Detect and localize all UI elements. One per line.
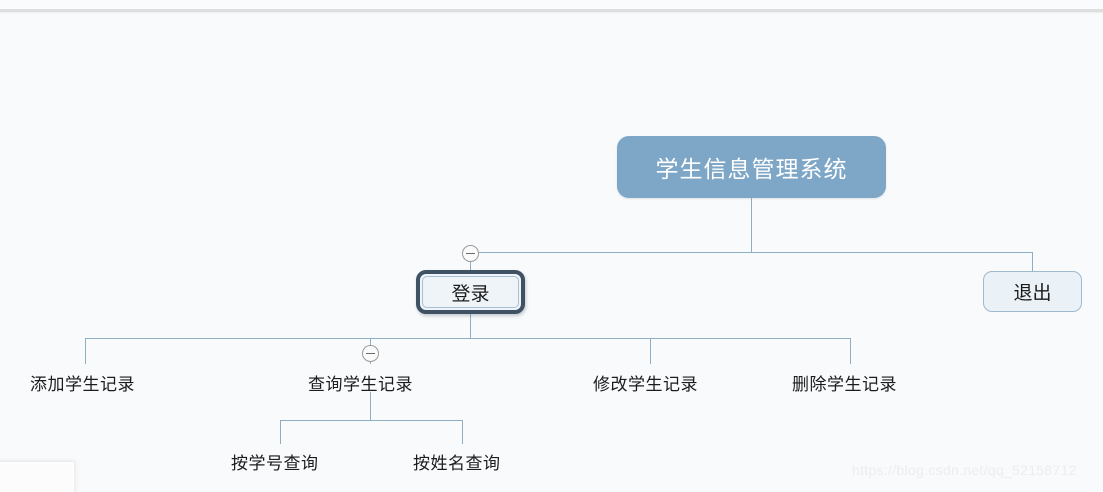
- connector-level3-bar: [280, 420, 462, 421]
- collapse-minus-icon-query[interactable]: [362, 345, 379, 362]
- node-query-by-name-label: 按姓名查询: [413, 454, 501, 473]
- connector-level2-drop-add: [85, 338, 86, 364]
- collapse-minus-icon-login[interactable]: [462, 245, 479, 262]
- node-modify-student-record[interactable]: 修改学生记录: [593, 370, 698, 395]
- watermark-text: https://blog.csdn.net/qq_52158712: [852, 462, 1077, 478]
- node-delete-student-record-label: 删除学生记录: [792, 375, 897, 394]
- toolbar-divider: [0, 9, 1103, 12]
- toolbar-divider-shadow: [0, 12, 1103, 14]
- node-query-by-student-id-label: 按学号查询: [231, 454, 319, 473]
- connector-level3-drop-by-name: [462, 420, 463, 444]
- node-login-label: 登录: [422, 276, 519, 308]
- connector-level2-drop-modify: [650, 338, 651, 364]
- node-root-student-information-management-system[interactable]: 学生信息管理系统: [617, 136, 886, 198]
- connector-level1-drop-exit: [1032, 252, 1033, 272]
- connector-level2-bar: [85, 338, 851, 339]
- connector-level2-drop-delete: [850, 338, 851, 364]
- node-add-student-record-label: 添加学生记录: [30, 375, 135, 394]
- node-delete-student-record[interactable]: 删除学生记录: [792, 370, 897, 395]
- node-login[interactable]: 登录: [416, 270, 525, 314]
- connector-root-stem: [751, 198, 752, 252]
- node-root-label: 学生信息管理系统: [655, 156, 848, 182]
- node-query-student-record[interactable]: 查询学生记录: [308, 370, 413, 395]
- node-exit-label: 退出: [1013, 283, 1052, 304]
- connector-level1-bar: [470, 252, 1032, 253]
- node-exit[interactable]: 退出: [983, 271, 1082, 312]
- connector-level3-drop-by-id: [280, 420, 281, 444]
- connector-login-stem: [470, 314, 471, 338]
- node-query-student-record-label: 查询学生记录: [308, 375, 413, 394]
- node-query-by-name[interactable]: 按姓名查询: [413, 449, 501, 474]
- diagram-surface[interactable]: [0, 14, 1103, 492]
- node-modify-student-record-label: 修改学生记录: [593, 375, 698, 394]
- bottom-left-panel[interactable]: [0, 462, 74, 492]
- node-query-by-student-id[interactable]: 按学号查询: [231, 449, 319, 474]
- connector-query-stem: [370, 392, 371, 420]
- node-add-student-record[interactable]: 添加学生记录: [30, 370, 135, 395]
